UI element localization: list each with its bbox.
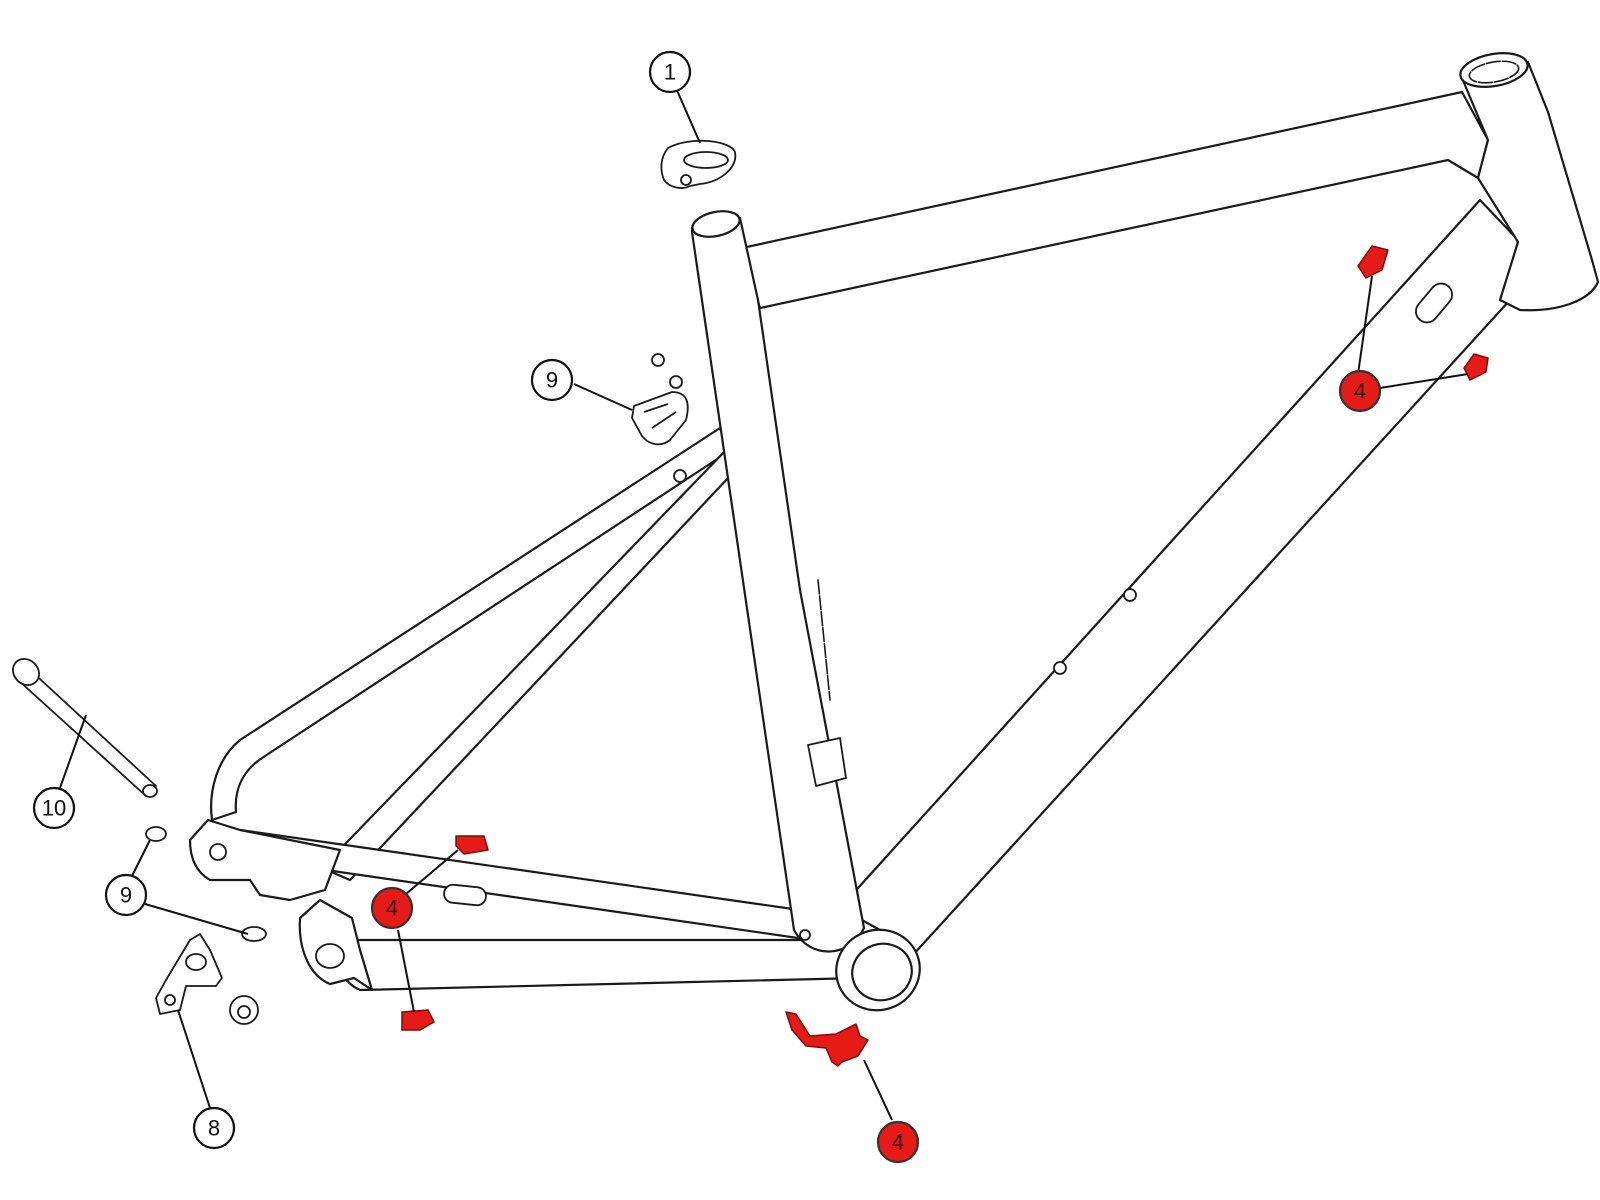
seatpost-clamp [660,139,737,189]
cable-guide-parts [401,245,1489,1067]
head-tube [1460,60,1600,312]
chain-stay-lower [328,938,862,992]
callout-1: 1 [648,50,692,94]
callout-8: 8 [192,1106,236,1150]
svg-text:8: 8 [208,1116,220,1141]
svg-text:4: 4 [1354,379,1366,404]
bb-boss [799,929,811,941]
callout-4-chainstay: 4 [370,886,414,930]
svg-text:9: 9 [120,883,132,908]
callout-9-dropout: 9 [104,873,148,917]
thru-axle [12,658,158,798]
leader-lines [59,87,1469,1121]
bridge-bolt-1 [651,353,665,367]
dropout-bolts [145,826,267,942]
bottle-boss-lower [1053,661,1067,675]
cable-guide-bottom-bracket [785,1011,869,1067]
rear-dropout-left [188,818,342,902]
cable-guide-chainstay-upper [455,835,489,855]
seatstay-bridge-plate [631,353,689,446]
svg-text:9: 9 [546,368,558,393]
callout-9-bridge: 9 [530,358,574,402]
cable-guide-chainstay-lower [401,1009,435,1031]
derailleur-hanger [155,933,259,1025]
seat-stay-left [210,426,730,822]
seatstay-bridge-hole [673,469,687,483]
bike-frame [188,52,1600,1012]
front-derailleur-mount [807,737,847,787]
dropout-left-hole [209,843,227,861]
svg-text:10: 10 [42,796,66,821]
callout-4-bottom-bracket: 4 [876,1120,920,1164]
seat-tube-top [691,210,741,238]
callout-10: 10 [32,786,76,830]
down-tube-cable-port [1415,282,1453,324]
cable-guide-down-tube-lower [1463,353,1489,381]
svg-text:4: 4 [892,1130,904,1155]
chainstay-cable-port [443,883,487,907]
svg-text:4: 4 [386,896,398,921]
cable-guide-down-tube-upper [1357,245,1389,279]
bottle-boss-upper [1123,588,1137,602]
dropout-right-hole [315,943,345,969]
callout-4-down-tube: 4 [1338,369,1382,413]
bridge-bolt-2 [669,375,683,389]
top-tube [740,90,1490,310]
svg-text:1: 1 [664,60,676,85]
seat-tube [690,216,866,953]
